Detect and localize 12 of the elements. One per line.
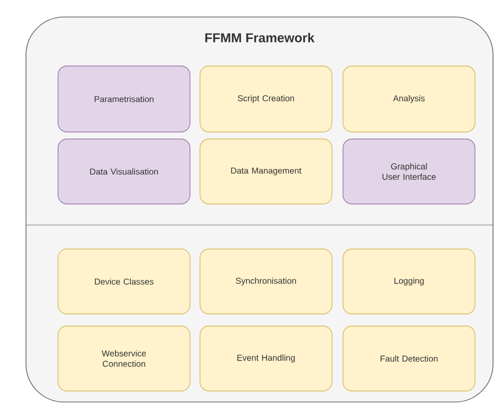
module-box: Logging bbox=[342, 248, 476, 314]
module-box: Data Management bbox=[200, 138, 332, 204]
module-box: Analysis bbox=[342, 66, 476, 132]
module-box: Device Classes bbox=[58, 248, 190, 314]
module-box: Webservice Connection bbox=[58, 326, 190, 392]
module-box: Event Handling bbox=[200, 326, 332, 392]
module-box: Script Creation bbox=[200, 66, 332, 132]
module-box: Synchronisation bbox=[200, 248, 332, 314]
module-box: Parametrisation bbox=[58, 66, 190, 132]
module-box: Fault Detection bbox=[342, 326, 476, 392]
module-box: Graphical User Interface bbox=[342, 138, 476, 204]
module-box: Data Visualisation bbox=[58, 138, 190, 204]
